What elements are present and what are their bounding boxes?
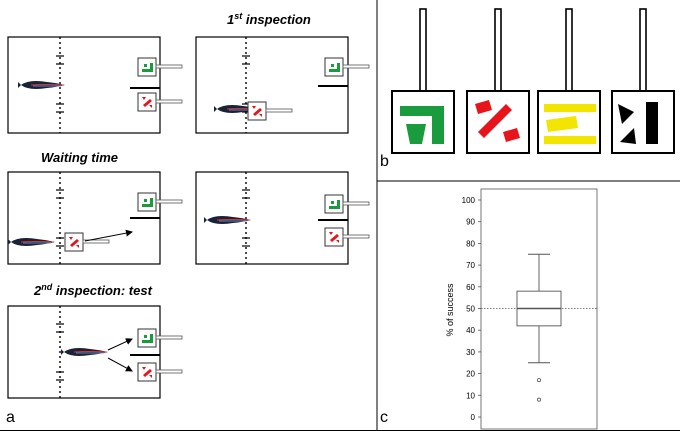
tank-waiting bbox=[7, 171, 183, 265]
tank-second-inspection bbox=[7, 305, 183, 399]
heading-first-inspection: 1st inspection bbox=[227, 11, 311, 27]
card-stick bbox=[639, 8, 647, 92]
red-symbol-card bbox=[137, 92, 157, 112]
green-symbol-card bbox=[137, 57, 157, 77]
stimulus-card-red bbox=[466, 8, 530, 154]
panel-label-c: c bbox=[380, 409, 388, 426]
stimulus-card-green bbox=[391, 8, 455, 154]
move-arrow bbox=[84, 229, 133, 242]
green-symbol-card bbox=[137, 328, 157, 348]
outlier-point bbox=[537, 397, 542, 402]
y-tick-label: 40 bbox=[466, 326, 475, 335]
tank-first-inspection bbox=[195, 36, 370, 134]
panel-label-b: b bbox=[380, 153, 389, 170]
card-stick bbox=[419, 8, 427, 92]
card-handle bbox=[342, 64, 370, 69]
panel-c: 0 10 20 30 40 50 60 70 80 90 100 % of success c bbox=[380, 188, 598, 430]
red-symbol-card bbox=[137, 362, 157, 382]
y-tick-label: 20 bbox=[466, 370, 475, 379]
y-tick-label: 100 bbox=[462, 196, 476, 205]
card-handle bbox=[82, 239, 110, 244]
card-handle bbox=[342, 234, 370, 239]
y-axis: 0 10 20 30 40 50 60 70 80 90 100 bbox=[462, 196, 481, 422]
heading-waiting-time: Waiting time bbox=[41, 150, 118, 165]
tank-after-waiting bbox=[195, 171, 370, 265]
choice-arrow-red bbox=[107, 357, 133, 372]
card-handle bbox=[155, 64, 183, 69]
y-tick-label: 60 bbox=[466, 283, 475, 292]
card-handle bbox=[155, 335, 183, 340]
panel-label-a: a bbox=[6, 409, 15, 426]
y-tick-label: 0 bbox=[471, 413, 476, 422]
y-tick-label: 10 bbox=[466, 391, 475, 400]
y-tick-label: 90 bbox=[466, 218, 475, 227]
green-symbol-card bbox=[324, 194, 344, 214]
y-tick-label: 50 bbox=[466, 305, 475, 314]
card-handle bbox=[342, 201, 370, 206]
green-symbol-card bbox=[324, 57, 344, 77]
card-stick bbox=[494, 8, 502, 92]
red-symbol-card bbox=[64, 232, 84, 252]
card-handle bbox=[155, 199, 183, 204]
y-tick-label: 80 bbox=[466, 239, 475, 248]
green-symbol-card bbox=[137, 192, 157, 212]
card-handle bbox=[155, 99, 183, 104]
stimulus-card-yellow bbox=[537, 8, 601, 154]
choice-arrow-green bbox=[107, 338, 133, 351]
card-stick bbox=[565, 8, 573, 92]
heading-second-inspection: 2nd inspection: test bbox=[33, 282, 153, 298]
outlier-point bbox=[537, 378, 542, 383]
y-axis-label: % of success bbox=[445, 283, 455, 337]
boxplot bbox=[516, 253, 562, 402]
red-symbol-card bbox=[324, 227, 344, 247]
y-tick-label: 70 bbox=[466, 261, 475, 270]
panel-a: 1st inspection Waiting time 2nd inspecti… bbox=[6, 11, 370, 426]
card-handle bbox=[155, 369, 183, 374]
panel-b: b bbox=[380, 8, 675, 170]
red-symbol-card bbox=[247, 101, 267, 121]
stimulus-card-black bbox=[611, 8, 675, 154]
tank-start bbox=[7, 36, 183, 134]
card-handle bbox=[265, 108, 293, 113]
y-tick-label: 30 bbox=[466, 348, 475, 357]
